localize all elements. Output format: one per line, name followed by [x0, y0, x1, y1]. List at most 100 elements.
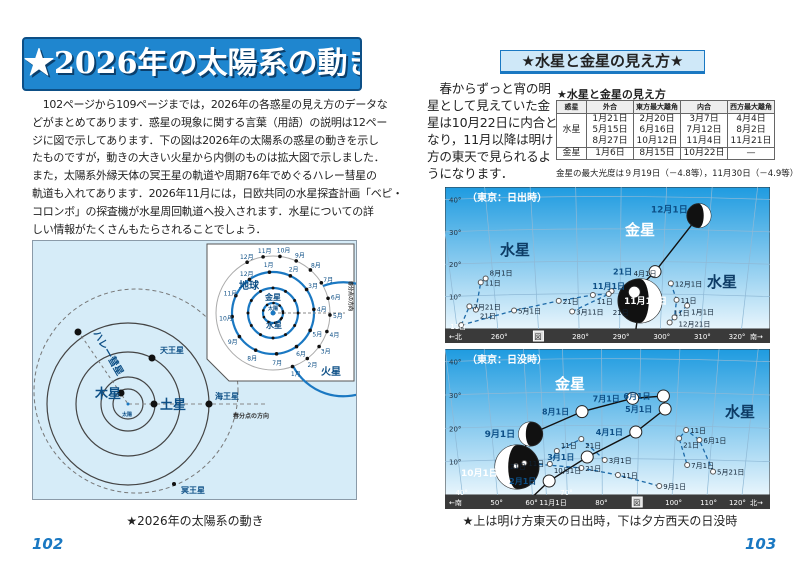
page-number-right: 103: [745, 535, 777, 553]
table-header: 外合: [586, 100, 634, 114]
mercury-point: [601, 457, 608, 463]
halley-dot: [74, 328, 82, 336]
mercury-date-label: 21日: [563, 298, 579, 306]
earth-month-label: 6月: [296, 351, 306, 358]
mercury-point: [696, 437, 703, 443]
x-tick-label: 40°: [455, 489, 467, 497]
mars-month-label: 11月: [258, 248, 272, 255]
venus-position: [271, 286, 275, 290]
visibility-table: 惑星 外合 東方最大離角 内合 西方最大離角 水星 1月21日 5月15日 8月…: [556, 100, 775, 160]
x-tick-label: 110°: [700, 499, 717, 507]
jupiter-label: 木星: [94, 386, 121, 402]
table-cell: 1月21日 5月15日 8月27日: [586, 113, 634, 148]
x-tick-label: 80°: [595, 499, 607, 507]
direction-left: ←南: [449, 498, 462, 507]
mercury-date-label: 7月21日: [473, 303, 500, 311]
mercury-point: [458, 322, 465, 329]
saturn-label: 土星: [160, 397, 186, 413]
text-line: 方の東天で見られるよ: [427, 149, 551, 164]
venus-position: [259, 289, 262, 293]
mars-position: [325, 329, 329, 334]
x-tick-label: 300°: [653, 333, 670, 341]
vernal-label: 春分点の方向: [232, 412, 269, 420]
mercury-date-label: 11日: [622, 472, 638, 480]
inset-sun-dot: [270, 310, 276, 316]
venus-position: [293, 299, 297, 302]
mercury-date-label: 5月1日: [518, 308, 541, 316]
mars-month-label: 6月: [331, 294, 341, 301]
x-tick-label: 320°: [729, 333, 746, 341]
mercury-position: [281, 310, 285, 313]
earth-month-label: 3月: [308, 283, 318, 290]
mercury-point: [472, 306, 479, 313]
table-header: 東方最大離角: [633, 100, 681, 114]
venus-position: [249, 299, 253, 302]
mercury-date-label: 12月1日: [675, 280, 702, 288]
mars-position: [278, 254, 282, 259]
earth-month-label: 9月: [228, 339, 238, 346]
earth-month-label: 4月: [317, 307, 327, 314]
azimuth-gridline: [741, 349, 759, 496]
mercury-date-label: 3月1日: [609, 457, 632, 465]
mars-position: [319, 280, 324, 285]
azimuth-gridline: [484, 187, 499, 330]
venus-date-label: 2月1日: [509, 477, 536, 486]
table-cell: 4月4日 8月2日 11月21日: [727, 113, 775, 148]
earth-month-label: 1月: [264, 262, 274, 269]
earth-month-label: 5月: [312, 332, 322, 339]
x-tick-label: 100°: [665, 499, 682, 507]
x-tick-label: 図: [633, 499, 640, 507]
pluto-dot: [172, 482, 176, 486]
venus-disk: [626, 391, 640, 405]
mars-month-label: 8月: [311, 263, 321, 270]
mercury-date-label: 11日: [690, 427, 706, 435]
mercury-position: [262, 309, 265, 312]
saturn-dot: [150, 400, 158, 408]
mercury-point: [676, 435, 683, 442]
mercury-date-label: 11日: [597, 298, 613, 306]
x-tick-label: 60°: [525, 499, 537, 507]
mars-position: [261, 255, 265, 259]
earth-position: [308, 328, 312, 333]
azimuth-gridline: [671, 349, 681, 496]
mars-position: [317, 344, 321, 349]
y-tick-label: 20°: [449, 261, 461, 269]
mercury-date-label: 7月1日: [691, 462, 714, 470]
sun-dot: [126, 402, 130, 406]
direction-left: ←北: [449, 333, 462, 341]
paragraph-line: たものですが，動きの大きい火星から内側のものは拡大図で示しました．: [32, 151, 385, 165]
pluto-orbit: [33, 288, 239, 494]
venus-position: [249, 324, 253, 327]
paragraph-line: また，太陽系外縁天体の冥王星の軌道や周期76年でめぐるハレー彗星の: [32, 169, 377, 183]
mercury-point: [511, 307, 518, 314]
mercury-point: [512, 463, 519, 469]
mercury-point: [671, 314, 678, 321]
mercury-point: [477, 279, 484, 286]
inset-venus-label: 金星: [264, 292, 281, 302]
intro-paragraph: 102ページから109ページまでは，2026年の各惑星の見え方のデータな どがま…: [32, 96, 403, 238]
mercury-date-label: 11日: [528, 460, 544, 468]
venus-date-label: 7月1日: [593, 394, 620, 403]
text-line: 星は10月22日に内合と: [427, 115, 558, 130]
table-cell: 水星: [556, 113, 587, 148]
venus-disk: [658, 402, 672, 416]
chart-title: （東京：日出時）: [467, 191, 547, 204]
mars-month-label: 1月: [291, 371, 301, 378]
venus-position: [259, 333, 262, 337]
mercury-point: [605, 291, 612, 298]
earth-month-label: 2月: [289, 267, 299, 274]
mars-position: [328, 313, 332, 317]
mercury-label-2: 水星: [707, 273, 737, 291]
earth-position: [274, 352, 279, 356]
venus-label: 金星: [624, 221, 655, 239]
mercury-date-label: 21日: [683, 441, 699, 449]
azimuth-gridline: [741, 187, 758, 330]
venus-phase: [494, 445, 517, 489]
mercury-point: [589, 292, 596, 298]
venus-phase: [518, 422, 531, 446]
mercury-date-label: 10月1日: [554, 467, 581, 475]
mars-month-label: 5月: [333, 313, 343, 320]
earth-position: [304, 287, 309, 292]
mercury-point: [683, 427, 690, 433]
